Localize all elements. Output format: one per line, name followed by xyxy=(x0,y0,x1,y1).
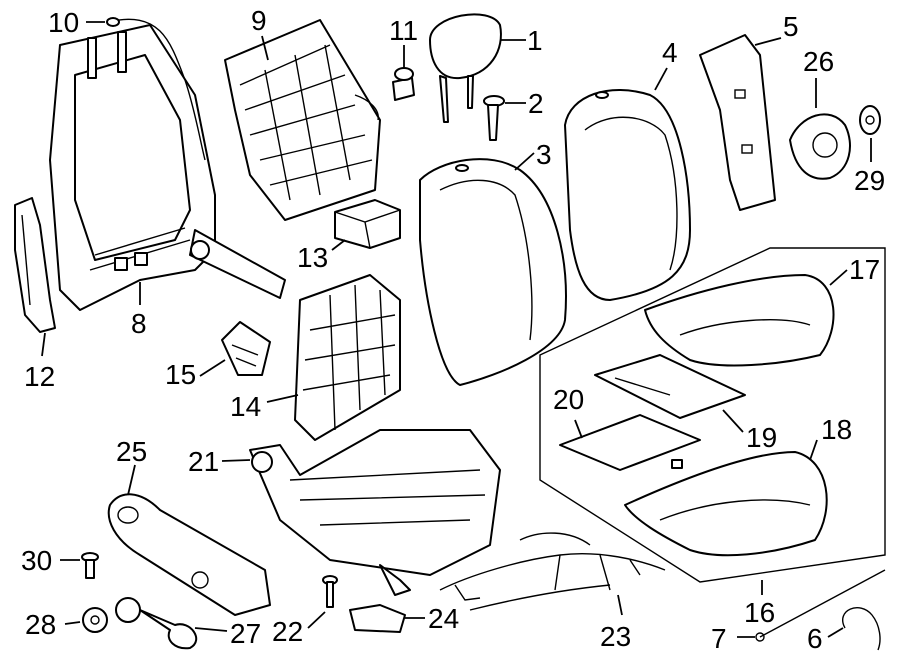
callout-12: 12 xyxy=(24,361,55,392)
callout-17: 17 xyxy=(849,254,880,285)
seat-cushion-cover xyxy=(644,274,835,367)
cushion-pad-19 xyxy=(594,354,746,419)
callout-2: 2 xyxy=(528,88,544,119)
seat-cushion-foam xyxy=(624,451,828,557)
clip-11 xyxy=(392,67,415,101)
foam-block xyxy=(334,199,401,249)
heater-mat xyxy=(559,414,701,471)
callout-4: 4 xyxy=(662,37,678,68)
wire-harness xyxy=(439,532,666,611)
control-module xyxy=(221,321,271,376)
callout-8: 8 xyxy=(131,308,147,339)
callout-11: 11 xyxy=(389,15,418,46)
seat-back-frame xyxy=(49,24,286,311)
callout-10: 10 xyxy=(48,7,79,38)
side-shield xyxy=(107,493,271,616)
callout-20: 20 xyxy=(553,384,584,415)
headrest-guide xyxy=(483,95,505,141)
callout-23: 23 xyxy=(600,621,631,652)
callout-14: 14 xyxy=(230,391,261,422)
callout-15: 15 xyxy=(165,359,196,390)
seat-back-cover xyxy=(419,158,567,386)
headrest xyxy=(429,13,502,123)
callout-9: 9 xyxy=(251,5,267,36)
leader-lines xyxy=(41,21,872,638)
callout-16: 16 xyxy=(744,597,775,628)
callout-29: 29 xyxy=(854,165,885,196)
release-cable xyxy=(106,17,206,161)
seat-base-frame xyxy=(249,429,501,596)
seat-back-cushion xyxy=(564,88,691,301)
callout-22: 22 xyxy=(272,616,303,647)
callout-26: 26 xyxy=(803,46,834,77)
callout-19: 19 xyxy=(746,422,777,453)
callout-1: 1 xyxy=(527,25,543,56)
bolt-30 xyxy=(81,552,99,579)
back-pad-sheet xyxy=(699,34,776,211)
callout-24: 24 xyxy=(428,603,459,634)
connector-24 xyxy=(349,604,406,633)
cap-28 xyxy=(82,607,108,633)
cushion-group-box xyxy=(539,247,886,583)
rod-7 xyxy=(755,569,886,642)
adjust-knob xyxy=(115,597,198,650)
callout-numbers: 10 9 11 1 2 3 4 5 26 29 13 17 8 12 15 20… xyxy=(21,5,885,654)
cap-29 xyxy=(859,105,881,135)
callout-6: 6 xyxy=(807,623,823,654)
callout-21: 21 xyxy=(188,446,219,477)
hook-6 xyxy=(842,607,881,651)
callout-18: 18 xyxy=(821,414,852,445)
recliner-cover xyxy=(789,113,851,180)
callout-5: 5 xyxy=(783,11,799,42)
side-trim-panel xyxy=(14,197,56,333)
callout-13: 13 xyxy=(297,242,328,273)
seat-pan-grid xyxy=(294,274,401,441)
bolt-22 xyxy=(322,575,338,608)
callout-25: 25 xyxy=(116,436,147,467)
callout-30: 30 xyxy=(21,545,52,576)
callout-27: 27 xyxy=(230,618,261,649)
callout-28: 28 xyxy=(25,609,56,640)
callout-3: 3 xyxy=(536,139,552,170)
callout-7: 7 xyxy=(711,623,727,654)
lumbar-support xyxy=(224,19,381,221)
